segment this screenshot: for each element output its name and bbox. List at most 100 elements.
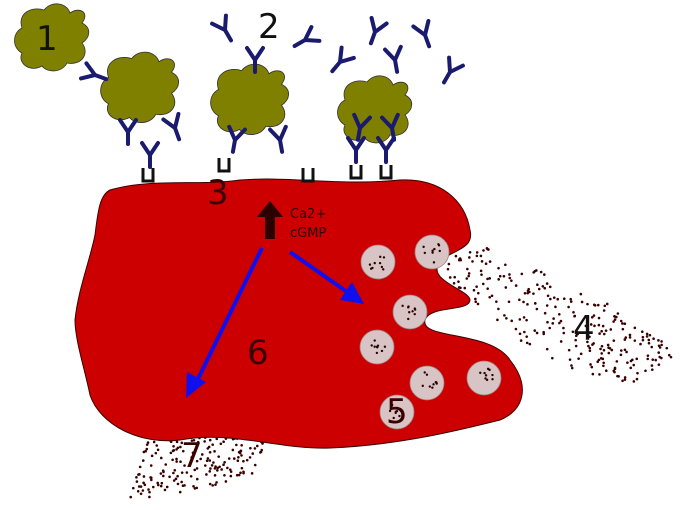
mediator-dot bbox=[163, 488, 167, 492]
antibody bbox=[268, 124, 288, 154]
mediator-dot bbox=[142, 475, 146, 478]
mediator-dot bbox=[599, 347, 602, 351]
mediator-dot bbox=[587, 331, 591, 335]
antibody bbox=[140, 141, 160, 169]
granule-dot bbox=[434, 380, 437, 384]
mediator-dot bbox=[654, 358, 658, 362]
mediator-dot bbox=[162, 470, 165, 474]
mediator-dot bbox=[141, 459, 145, 462]
mediator-dot bbox=[546, 294, 550, 298]
mediator-dot bbox=[615, 360, 619, 363]
mediator-dot bbox=[604, 369, 608, 372]
mediator-dot bbox=[616, 374, 619, 378]
granule-dot bbox=[380, 349, 384, 353]
granule-dot bbox=[388, 409, 392, 413]
mediator-dot bbox=[635, 357, 639, 361]
antibody bbox=[227, 124, 247, 154]
mediator-dot bbox=[218, 465, 221, 469]
antigen bbox=[337, 75, 413, 144]
granule-dot bbox=[438, 249, 441, 253]
mediator-dot bbox=[570, 366, 574, 370]
mediator-dot bbox=[200, 453, 204, 456]
arrow-to-granules bbox=[288, 250, 364, 304]
mediator-dot bbox=[209, 467, 212, 470]
mediator-dot bbox=[548, 326, 552, 330]
mediator-dot bbox=[508, 273, 511, 276]
mediator-dot bbox=[223, 473, 226, 477]
mediator-dot bbox=[639, 342, 642, 346]
antibody bbox=[346, 136, 366, 164]
mediator-dot bbox=[178, 490, 182, 494]
mediator-dot bbox=[569, 297, 573, 301]
mediator-dot bbox=[650, 345, 654, 349]
mediator-dot bbox=[191, 451, 195, 455]
mediator-dot bbox=[652, 337, 655, 341]
antibody-shape bbox=[118, 118, 138, 146]
mediator-dot bbox=[588, 335, 591, 339]
antibody bbox=[292, 25, 322, 48]
mediator-dot bbox=[135, 476, 138, 479]
mediator-dot bbox=[196, 440, 200, 444]
mediator-dot bbox=[596, 303, 600, 307]
mediator-dot bbox=[542, 330, 545, 334]
granule-dot bbox=[483, 371, 486, 375]
mediator-dot bbox=[245, 458, 249, 462]
mediator-dot bbox=[150, 454, 154, 458]
mediator-dot bbox=[486, 277, 489, 281]
antibody-shape bbox=[376, 136, 396, 164]
mediator-dot bbox=[665, 346, 669, 350]
mediator-dot bbox=[164, 463, 168, 466]
mediator-dot bbox=[562, 297, 566, 301]
mediator-dot bbox=[139, 485, 143, 488]
mediator-dot bbox=[193, 487, 197, 490]
mediator-dot bbox=[586, 320, 589, 324]
fc-receptor bbox=[349, 165, 363, 180]
mediator-dot bbox=[567, 348, 571, 352]
mediator-dot bbox=[203, 440, 206, 443]
mediator-dot bbox=[136, 489, 140, 493]
granule-dot bbox=[479, 371, 482, 375]
mediator-dot bbox=[237, 455, 240, 459]
granule-dot bbox=[399, 409, 403, 413]
mediator-dot bbox=[597, 358, 601, 362]
mediator-dot bbox=[183, 464, 186, 467]
mediator-dot bbox=[597, 316, 601, 320]
mediator-dot bbox=[562, 326, 565, 330]
mediator-dot bbox=[206, 447, 210, 450]
mediator-dot bbox=[543, 311, 547, 315]
antibody bbox=[411, 18, 432, 49]
mediator-dot bbox=[541, 284, 545, 288]
mediator-dot bbox=[468, 256, 471, 259]
mediator-dot bbox=[152, 440, 156, 444]
mediator-dot bbox=[533, 302, 537, 305]
mediator-dot bbox=[590, 315, 594, 319]
mediator-dot bbox=[208, 459, 212, 462]
mediator-dot bbox=[526, 289, 530, 293]
mediator-dot bbox=[567, 305, 570, 309]
mediator-dot bbox=[633, 339, 637, 342]
mediator-dot bbox=[502, 274, 506, 278]
granule-dot bbox=[413, 308, 417, 311]
mediator-dot bbox=[539, 270, 543, 274]
mediator-dot bbox=[448, 276, 452, 279]
granule-dot bbox=[413, 312, 416, 316]
antibody-shape bbox=[245, 46, 265, 74]
mediator-dot bbox=[657, 363, 661, 366]
mediator-dot bbox=[510, 279, 513, 282]
mediator-dot bbox=[633, 326, 637, 330]
mediator-dot bbox=[248, 456, 252, 459]
mediator-dot bbox=[505, 316, 508, 320]
mediator-dot bbox=[621, 322, 624, 325]
mediator-dot bbox=[514, 327, 518, 331]
mediator-dot bbox=[552, 296, 556, 299]
mediator-dot bbox=[543, 273, 546, 276]
granule-dot bbox=[425, 373, 429, 376]
granule-dot bbox=[431, 386, 434, 389]
mediator-dot bbox=[488, 295, 491, 299]
antibody-shape bbox=[383, 44, 403, 74]
antibody-shape bbox=[268, 124, 288, 154]
granule-dot bbox=[423, 371, 426, 374]
antibody-shape bbox=[411, 18, 432, 49]
mediator-dot bbox=[619, 353, 623, 357]
antigen bbox=[210, 63, 290, 135]
